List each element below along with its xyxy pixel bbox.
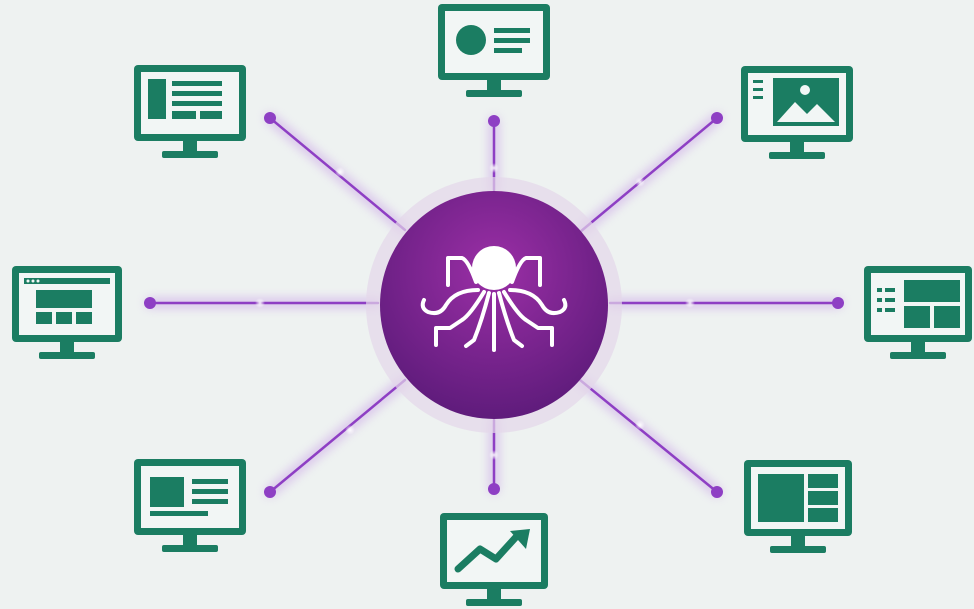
monitor-top-left [134,65,246,158]
monitor-bottom-right [744,460,852,553]
spoke-top-right [578,116,719,234]
endpoint-dot [264,486,276,498]
monitors [12,4,972,606]
monitor-left [12,266,122,359]
image-gallery-icon [753,78,839,126]
endpoint-dot [488,483,500,495]
browser-window-icon [24,278,110,324]
spoke-sparkles [255,163,695,460]
document-layout-icon [148,79,222,119]
dashboard-panels-icon [877,280,960,328]
line-chart-icon [454,529,530,573]
central-hub [366,177,622,433]
endpoint-dot [144,297,156,309]
endpoint-dot [488,115,500,127]
spoke-bottom-right [578,378,719,494]
endpoint-dot [711,486,723,498]
monitor-top [438,4,550,97]
endpoint-dot [264,112,276,124]
octopus-icon [420,246,568,352]
article-icon [150,477,228,516]
monitor-bottom [440,513,548,606]
spoke-bottom-left [268,378,407,494]
grid-layout-icon [758,474,838,522]
endpoint-dot [711,112,723,124]
monitor-right [864,266,972,359]
endpoint-dot [832,297,844,309]
monitor-top-right [741,66,853,159]
monitor-bottom-left [134,459,246,552]
profile-card-icon [456,25,530,55]
spoke-endpoints [144,112,844,498]
